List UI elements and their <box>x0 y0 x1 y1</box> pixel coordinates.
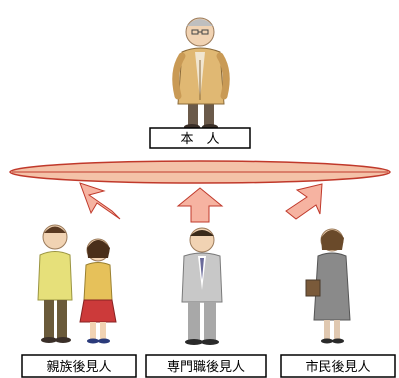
relative-guardian-box <box>21 354 137 378</box>
elderly-man-icon <box>172 17 230 130</box>
principal-label: 本 人 <box>180 132 219 147</box>
platform-disc <box>9 160 391 184</box>
family-couple-icon <box>37 224 117 344</box>
relative-guardian-label: 親族後見人 <box>46 359 111 375</box>
support-arrow-left <box>79 182 121 220</box>
principal-box <box>149 127 251 149</box>
citizen-guardian-label: 市民後見人 <box>305 359 370 375</box>
professional-guardian-box <box>145 354 267 378</box>
citizen-guardian-box <box>280 354 396 378</box>
professional-guardian-label: 専門職後見人 <box>167 360 245 375</box>
businessman-icon <box>181 227 223 345</box>
support-arrow-right <box>285 183 323 220</box>
support-arrow-center <box>176 187 224 223</box>
woman-citizen-icon <box>305 228 351 344</box>
